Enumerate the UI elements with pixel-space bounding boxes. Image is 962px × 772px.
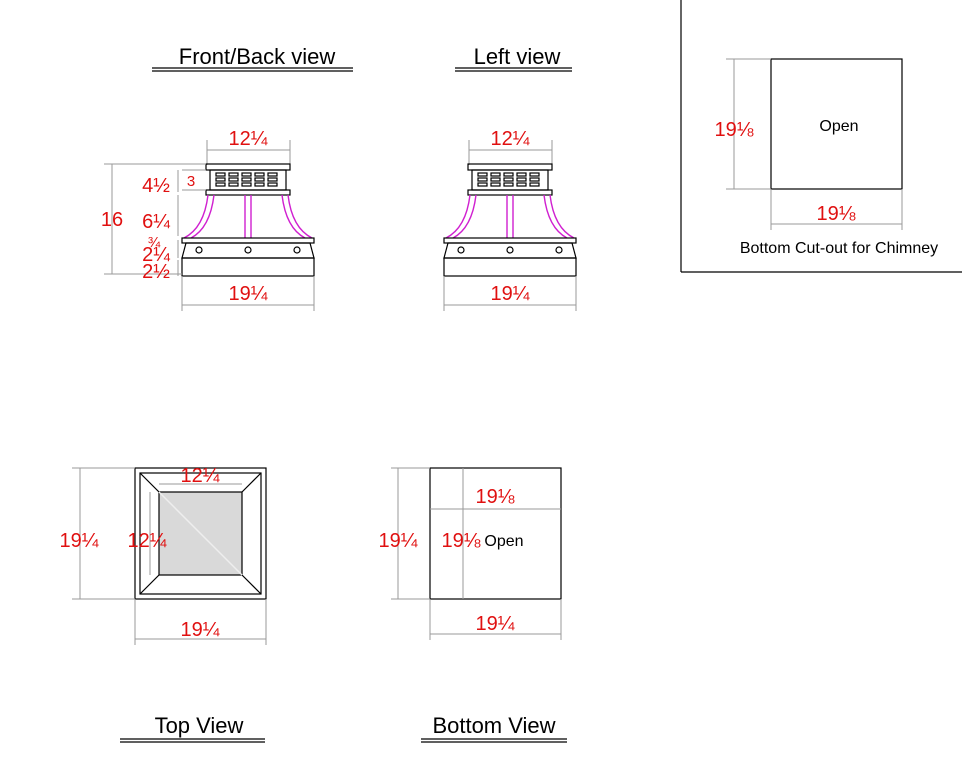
vent-louvers — [477, 172, 540, 187]
cap-top — [205, 163, 291, 171]
cutout-width-dimension: 19⅛ — [817, 203, 856, 225]
inner-height-dimension: 12¼ — [128, 530, 167, 552]
frame-bevel — [139, 472, 160, 493]
legs-height-dimension: 6¼ — [142, 211, 170, 233]
band-top — [443, 237, 577, 244]
open-height-dimension: 19⅛ — [442, 530, 481, 552]
cap-height-dimension: 4½ — [142, 175, 170, 197]
rivet — [293, 246, 301, 254]
cutout-opening — [770, 58, 903, 190]
top-width-dimension: 12¼ — [229, 128, 268, 150]
frame-bevel — [139, 574, 160, 595]
outer-width-dimension: 19¼ — [181, 619, 220, 641]
rivet — [506, 246, 514, 254]
bottom-view: Open 19⅛ 19⅛ 19¼ 19¼ Bottom View — [379, 467, 567, 743]
left-view: Left view 12¼ 19¼ — [443, 44, 577, 311]
vent-height-dimension: 3 — [187, 173, 195, 190]
base — [443, 257, 577, 277]
front-back-view: Front/Back view 12¼ — [101, 44, 353, 311]
open-width-dimension: 19⅛ — [476, 486, 515, 508]
band-top — [181, 237, 315, 244]
bottom-outline — [429, 467, 562, 600]
top-view: 12¼ 12¼ 19¼ 19¼ Top View — [60, 465, 267, 743]
rivet — [244, 246, 252, 254]
legs — [183, 194, 313, 239]
frame-bevel — [241, 472, 262, 493]
top-width-dimension: 12¼ — [491, 128, 530, 150]
cutout-panel: Open 19⅛ 19⅛ Bottom Cut-out for Chimney — [680, 0, 962, 273]
height-dimension: 16 — [101, 209, 123, 231]
front-back-view-title: Front/Back view — [179, 44, 336, 69]
cap-top — [467, 163, 553, 171]
base-width-dimension: 19¼ — [229, 283, 268, 305]
rivet — [195, 246, 203, 254]
legs — [445, 194, 575, 239]
rivet — [457, 246, 465, 254]
outer-width-dimension: 19¼ — [476, 613, 515, 635]
cutout-open-label: Open — [819, 118, 858, 135]
outer-frame-inner-edge — [139, 472, 262, 595]
top-view-title: Top View — [155, 713, 244, 738]
base — [181, 257, 315, 277]
glass-reflection — [158, 491, 243, 576]
outer-height-dimension: 19¼ — [60, 530, 99, 552]
bottom-open-label: Open — [484, 533, 523, 550]
bottom-view-title: Bottom View — [432, 713, 555, 738]
outer-height-dimension: 19¼ — [379, 530, 418, 552]
inner-width-dimension: 12¼ — [181, 465, 220, 487]
left-view-title: Left view — [474, 44, 561, 69]
base-height-dimension: 2½ — [142, 261, 170, 283]
outer-frame — [134, 467, 267, 600]
rivet — [555, 246, 563, 254]
frame-bevel — [241, 574, 262, 595]
cutout-caption: Bottom Cut-out for Chimney — [740, 240, 938, 257]
vent-louvers — [215, 172, 278, 187]
cap-bottom — [205, 189, 291, 196]
cutout-height-dimension: 19⅛ — [715, 119, 754, 141]
cap-bottom — [467, 189, 553, 196]
band-small-dimension: ¾ — [148, 234, 161, 251]
base-width-dimension: 19¼ — [491, 283, 530, 305]
band-height-dimension: 2¼ — [142, 244, 170, 266]
